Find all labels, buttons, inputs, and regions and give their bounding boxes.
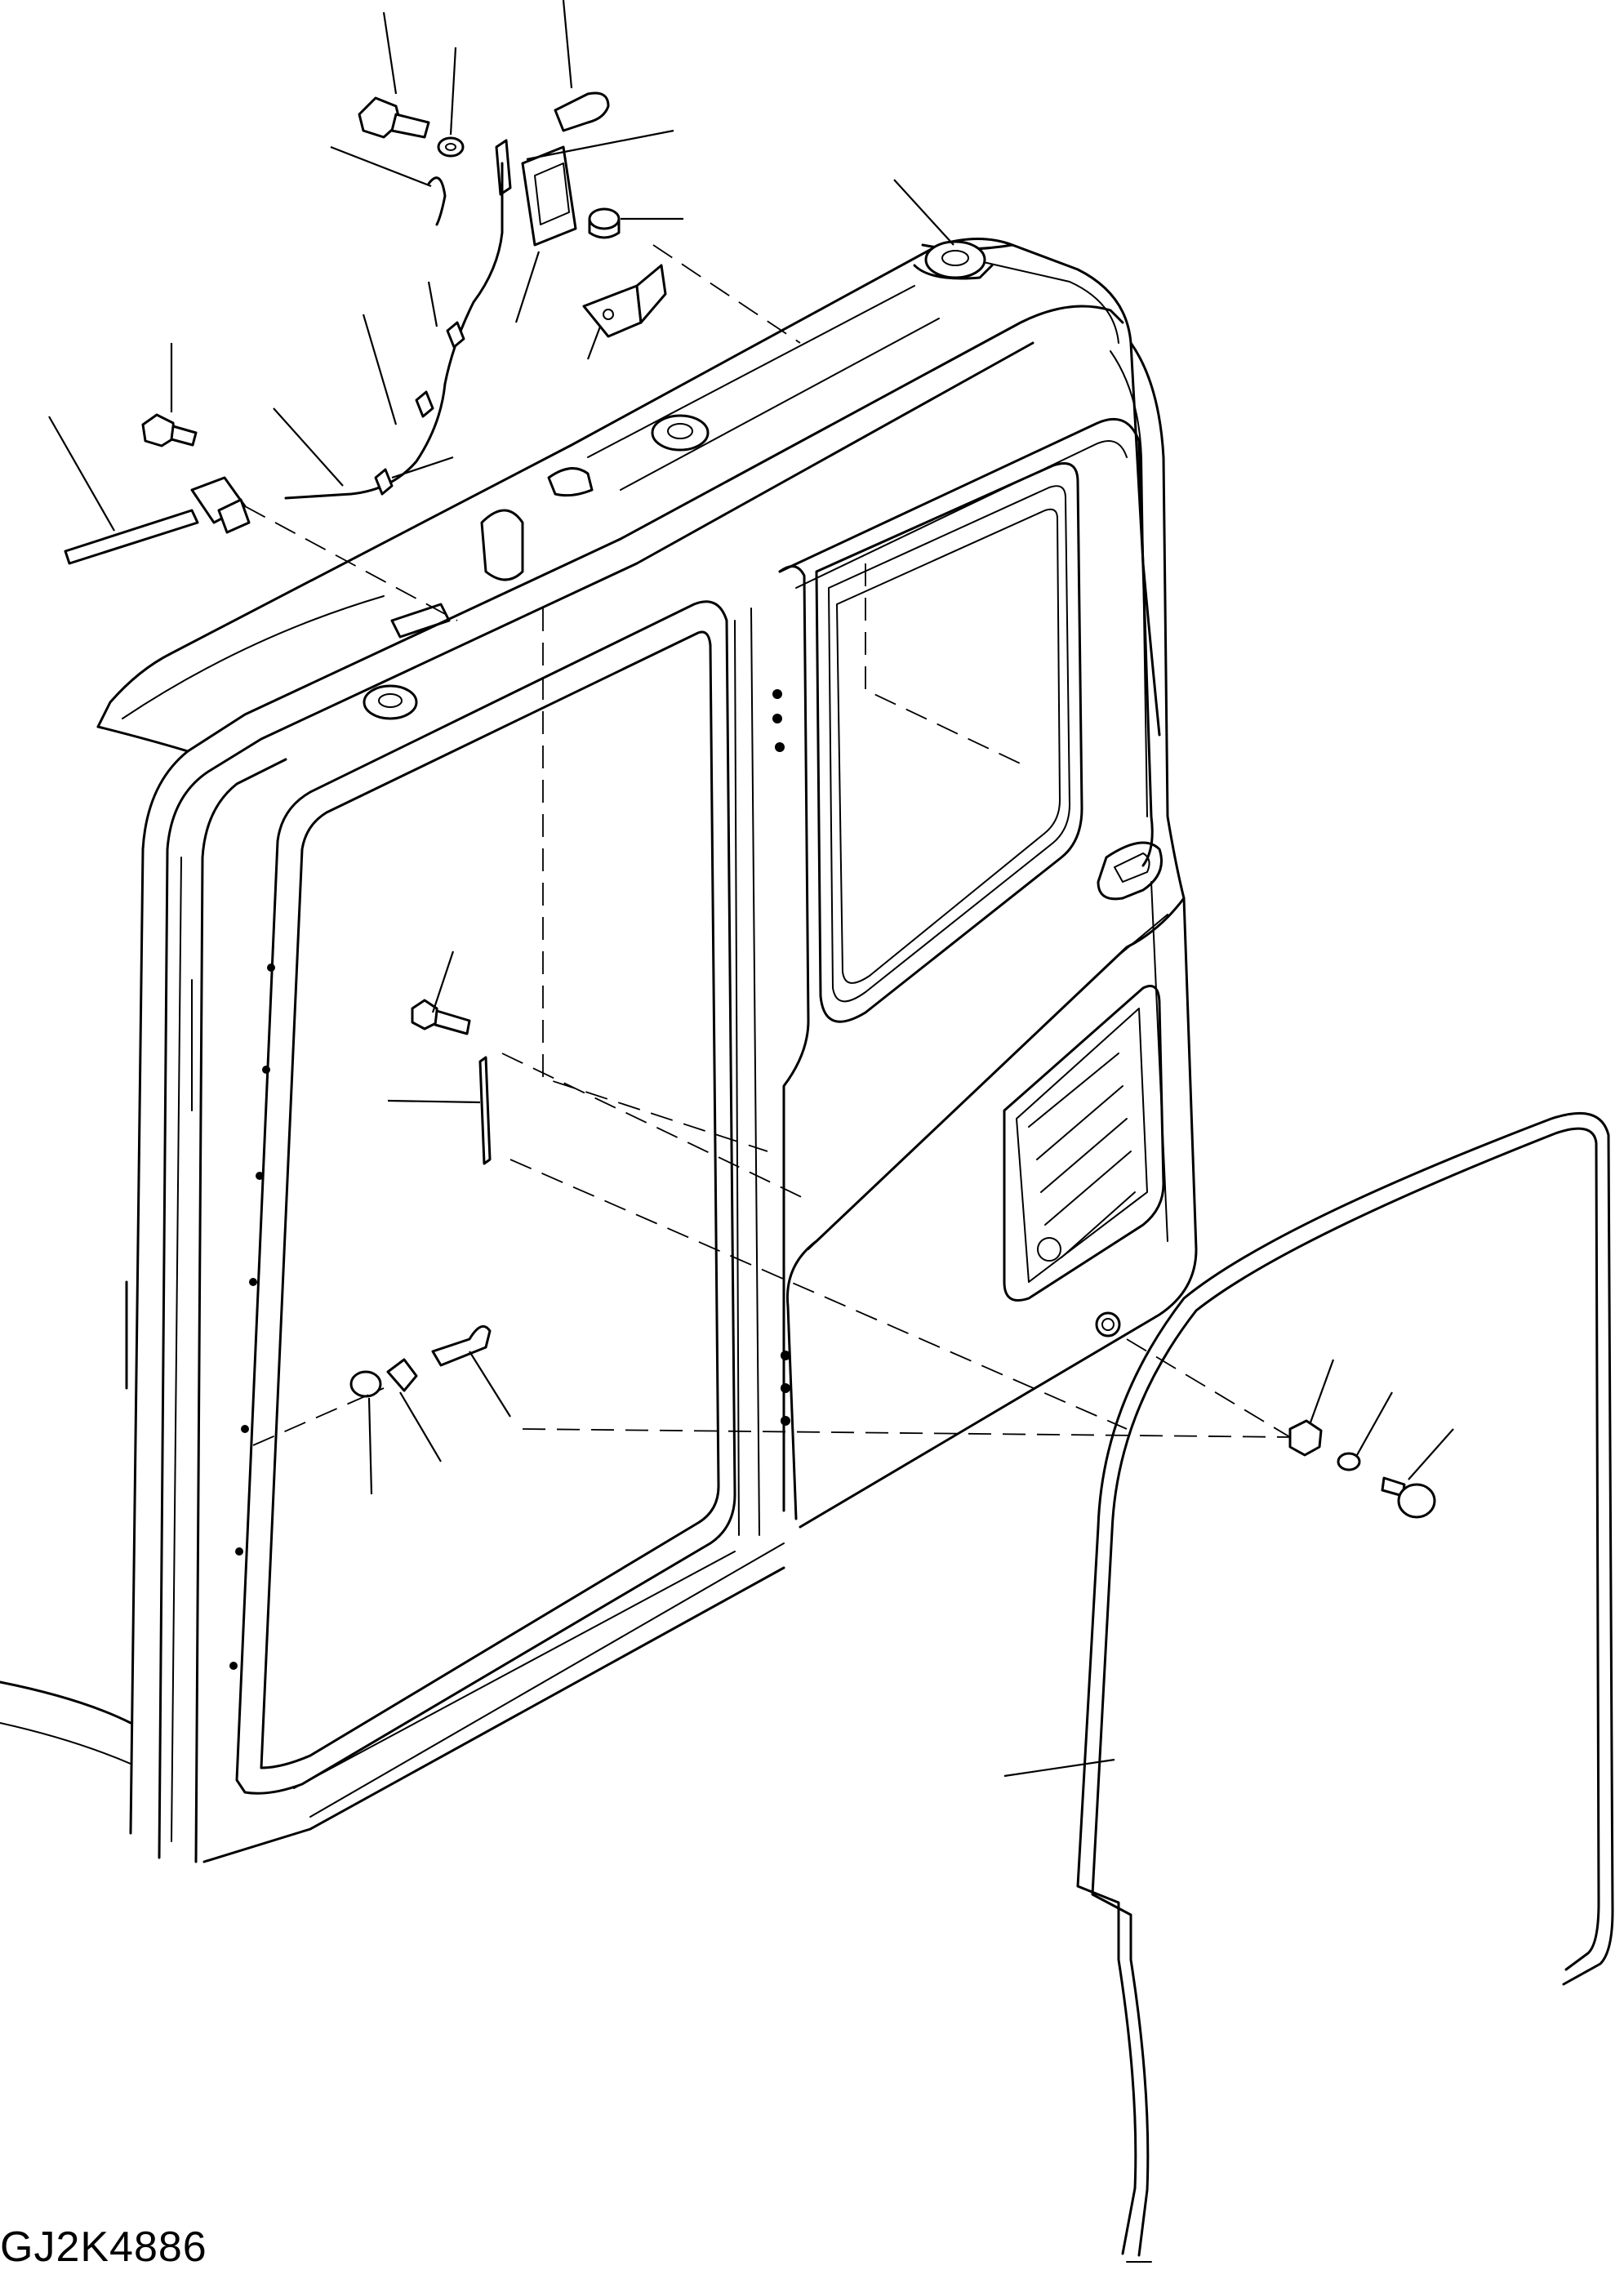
door-opening bbox=[202, 600, 785, 1863]
exploded-parts bbox=[64, 91, 1436, 1519]
leader-lines bbox=[48, 0, 1454, 1778]
roof-fittings bbox=[363, 240, 994, 720]
drawing-code: GJ2K4886 bbox=[0, 2223, 207, 2271]
door-seal-strip bbox=[1076, 1111, 1614, 2263]
alignment-lines bbox=[244, 244, 1291, 1446]
cab-door bbox=[772, 417, 1165, 1512]
